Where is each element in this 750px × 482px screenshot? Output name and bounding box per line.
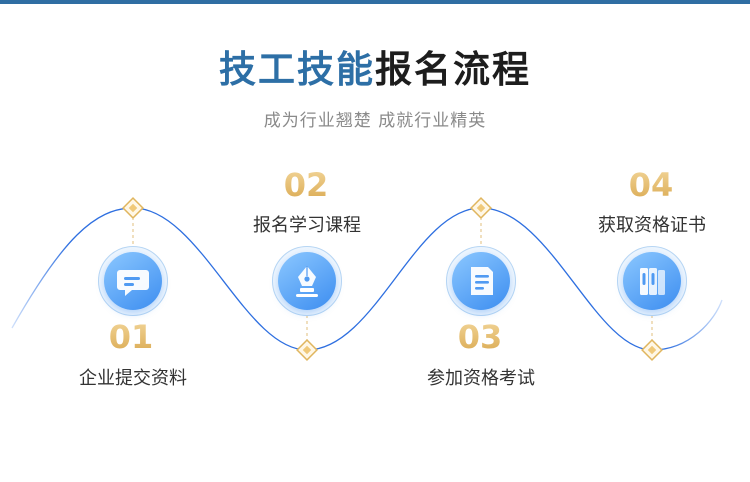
step-2-icon-circle (272, 246, 342, 316)
step-1-icon-circle (98, 246, 168, 316)
page-title: 技工技能报名流程 (0, 44, 750, 96)
step-4-icon-circle (617, 246, 687, 316)
step-2-number: 02 (261, 166, 351, 204)
top-accent-bar (0, 0, 750, 4)
diamond-marker-1 (122, 197, 144, 219)
diamond-marker-2 (296, 339, 318, 361)
title-highlight: 技工技能 (219, 48, 375, 91)
title-rest: 报名流程 (375, 48, 531, 91)
step-2-label: 报名学习课程 (253, 215, 361, 236)
pen-nib-icon (296, 266, 318, 297)
step-3-number: 03 (435, 318, 525, 356)
chat-bubble-icon (117, 270, 149, 296)
diamond-marker-4 (641, 339, 663, 361)
step-1-label: 企业提交资料 (79, 368, 187, 389)
step-4-number: 04 (606, 166, 696, 204)
books-icon (640, 268, 665, 295)
document-icon (471, 267, 493, 295)
step-4-label: 获取资格证书 (598, 215, 706, 236)
step-3-label: 参加资格考试 (427, 368, 535, 389)
step-1-number: 01 (86, 318, 176, 356)
diamond-marker-3 (470, 197, 492, 219)
page-subtitle: 成为行业翘楚 成就行业精英 (263, 111, 487, 131)
step-3-icon-circle (446, 246, 516, 316)
